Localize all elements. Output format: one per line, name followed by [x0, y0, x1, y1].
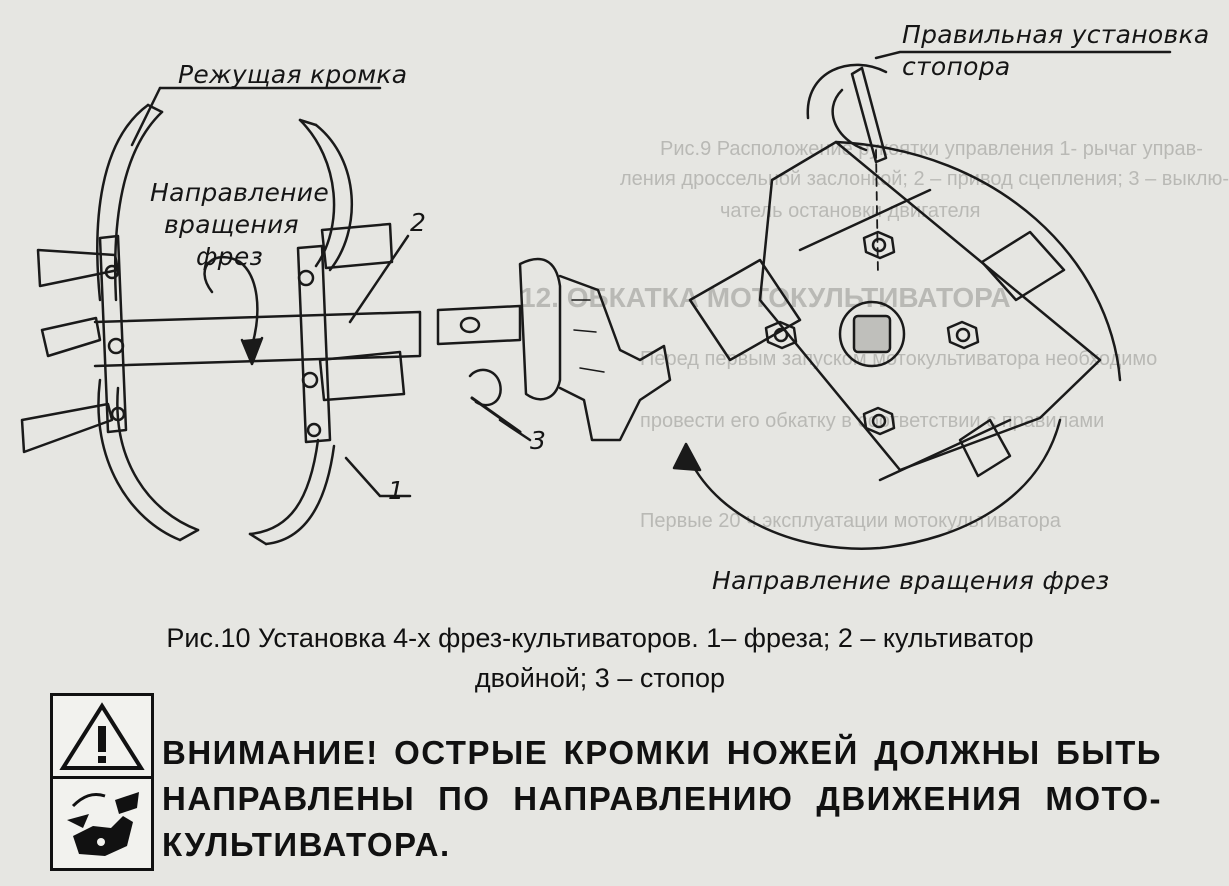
- gearbox: [558, 274, 672, 442]
- label-rotation-direction: вращения: [164, 210, 299, 239]
- cultivator-assembly-drawing: [20, 50, 1172, 550]
- blade: [96, 103, 150, 302]
- bleed-text: Перед первым запуском мотокультиватора н…: [640, 348, 1158, 370]
- warning-pictogram-box: [50, 693, 154, 871]
- leader-line: [874, 50, 1172, 60]
- blade: [248, 438, 320, 536]
- warning-text: ВНИМАНИЕ! ОСТРЫЕ КРОМКИ НОЖЕЙ ДОЛЖНЫ БЫТ…: [162, 734, 1162, 863]
- label-number-3: 3: [530, 426, 547, 455]
- label-rotation-direction-right: Направление вращения фрез: [712, 566, 1110, 595]
- blade: [314, 123, 354, 272]
- caption-line: двойной; 3 – стопор: [474, 663, 726, 693]
- caption-line: Рис.10 Установка 4-х фрез-культиваторов.…: [166, 623, 1034, 653]
- bleed-text: Первые 20 ч эксплуатации мотокультиватор…: [640, 510, 1061, 532]
- bleed-text: чатель остановки двигателя: [720, 200, 981, 222]
- label-stopper-install: Правильная установка: [902, 20, 1210, 49]
- stopper-pin-detail: [806, 63, 888, 120]
- left-flange: [98, 234, 128, 434]
- label-rotation-direction: фрез: [196, 242, 264, 271]
- label-rotation-direction: Направление: [150, 178, 330, 207]
- blade-tip: [318, 350, 406, 402]
- blade: [97, 378, 182, 542]
- figure-caption: Рис.10 Установка 4-х фрез-культиваторов.…: [40, 618, 1160, 698]
- bleed-text: Рис.9 Расположение рукоятки управления 1…: [660, 138, 1203, 160]
- label-number-2: 2: [410, 208, 427, 237]
- blade-hazard-icon: [67, 792, 139, 856]
- stopper-pin: [468, 368, 502, 407]
- gearbox-flange: [518, 257, 562, 401]
- bolt: [862, 230, 896, 260]
- label-cutting-edge: Режущая кромка: [178, 60, 408, 89]
- right-flange: [296, 244, 332, 444]
- manual-page: Рис.9 Расположение рукоятки управления 1…: [20, 20, 1229, 871]
- warning-triangle-icon: [59, 702, 145, 770]
- label-stopper-install: стопора: [902, 52, 1011, 81]
- blade-tip: [36, 248, 120, 288]
- divider: [53, 776, 151, 779]
- central-hub: [838, 300, 906, 368]
- bolt: [862, 406, 896, 436]
- label-number-1: 1: [388, 476, 405, 505]
- bolt: [946, 320, 980, 350]
- rotation-circle-arc: [834, 140, 1122, 382]
- leader-line: [348, 234, 410, 324]
- rotation-arrow-right: [688, 418, 1062, 550]
- leader-line: [344, 456, 412, 498]
- blade-tip: [20, 402, 114, 454]
- rotation-arrow: [203, 255, 259, 348]
- coupling-shaft: [436, 304, 522, 346]
- blade-tip: [320, 222, 394, 270]
- bolt: [764, 320, 798, 350]
